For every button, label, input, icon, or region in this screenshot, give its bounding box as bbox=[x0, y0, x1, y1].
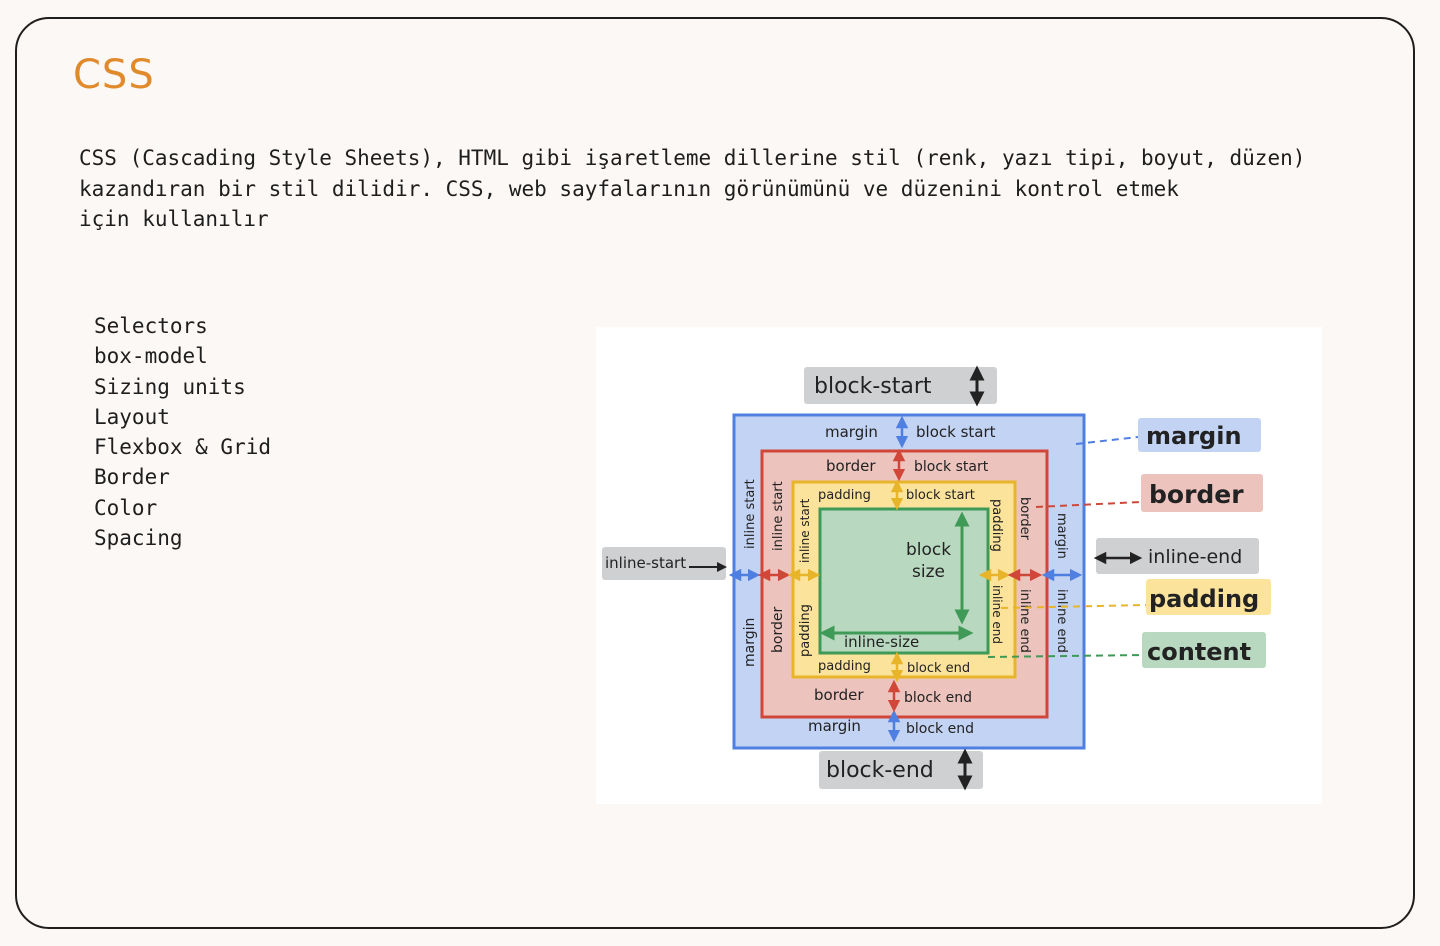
topic-item: Color bbox=[94, 495, 158, 520]
border-inline-end-name: border bbox=[1017, 497, 1032, 541]
legend-padding-text: padding bbox=[1149, 585, 1259, 613]
topic-item: box-model bbox=[94, 344, 208, 369]
block-size-line2: size bbox=[912, 562, 945, 582]
block-size-line1: block bbox=[906, 540, 951, 560]
topic-item: Spacing bbox=[94, 526, 183, 551]
margin-block-end-name: margin bbox=[808, 717, 861, 735]
block-end-label: block-end bbox=[819, 748, 983, 791]
page-description: CSS (Cascading Style Sheets), HTML gibi … bbox=[79, 146, 1306, 231]
inline-start-text: inline-start bbox=[605, 554, 686, 572]
border-leader-line bbox=[1035, 501, 1142, 508]
padding-inline-start-side: inline start bbox=[798, 498, 812, 563]
legend-content-text: content bbox=[1147, 638, 1251, 666]
border-inline-start-side: inline start bbox=[771, 481, 786, 551]
block-start-text: block-start bbox=[814, 374, 932, 399]
padding-inline-end-name: padding bbox=[989, 499, 1004, 552]
inline-start-bg bbox=[602, 547, 726, 580]
topic-item: Sizing units bbox=[94, 374, 246, 399]
topic-item: Border bbox=[94, 465, 170, 490]
padding-inline-start-name: padding bbox=[798, 604, 813, 657]
inline-size-label: inline-size bbox=[844, 633, 919, 651]
topic-item: Selectors bbox=[94, 314, 208, 338]
padding-block-end-name: padding bbox=[818, 659, 871, 674]
border-block-start-name: border bbox=[826, 457, 876, 475]
padding-block-end-side: block end bbox=[907, 661, 970, 676]
block-start-bg bbox=[804, 367, 997, 404]
padding-inline-end-side: inline end bbox=[990, 585, 1004, 644]
topic-list: Selectors box-model Sizing units Layout … bbox=[94, 311, 271, 553]
inline-end-text: inline-end bbox=[1148, 546, 1242, 568]
border-block-end-name: border bbox=[814, 686, 864, 704]
margin-inline-start-name: margin bbox=[742, 618, 758, 667]
inline-start-label: inline-start bbox=[602, 547, 727, 580]
margin-leader-line bbox=[1075, 436, 1139, 445]
legend-padding-bg bbox=[1146, 579, 1271, 615]
page-title: CSS bbox=[73, 52, 155, 98]
block-end-bg bbox=[819, 751, 983, 789]
margin-block-end-side: block end bbox=[906, 721, 974, 737]
legend-margin-bg bbox=[1138, 418, 1261, 452]
legend-border-bg bbox=[1141, 474, 1263, 512]
padding-block-start-name: padding bbox=[818, 488, 871, 503]
padding-leader-line bbox=[1000, 604, 1147, 609]
block-start-label: block-start bbox=[804, 365, 997, 407]
margin-inline-start-side: inline start bbox=[743, 479, 758, 549]
block-end-text: block-end bbox=[826, 758, 934, 783]
margin-inline-end-name: margin bbox=[1054, 513, 1069, 559]
padding-block-start-side: block start bbox=[906, 488, 975, 503]
content-leader-line bbox=[987, 654, 1145, 658]
border-inline-start-name: border bbox=[770, 607, 786, 653]
legend-margin-text: margin bbox=[1146, 422, 1242, 450]
legend-content-bg bbox=[1142, 632, 1266, 668]
border-inline-end-side: inline end bbox=[1017, 589, 1032, 653]
box-model-diagram: block-start margin block start margin bl… bbox=[596, 327, 1322, 804]
topic-item: Flexbox & Grid bbox=[94, 435, 272, 460]
box-model-svg: block-start margin block start margin bl… bbox=[602, 365, 1271, 791]
border-block-end-side: block end bbox=[904, 690, 972, 706]
inline-end-label: inline-end bbox=[1093, 538, 1259, 574]
margin-block-start-side: block start bbox=[916, 423, 996, 441]
border-block-start-side: block start bbox=[914, 459, 989, 475]
inline-end-bg bbox=[1096, 538, 1259, 574]
margin-block-start-name: margin bbox=[825, 423, 878, 441]
legend-border-text: border bbox=[1149, 480, 1244, 509]
topic-item: Layout bbox=[94, 404, 170, 429]
margin-inline-end-side: inline end bbox=[1054, 589, 1069, 653]
